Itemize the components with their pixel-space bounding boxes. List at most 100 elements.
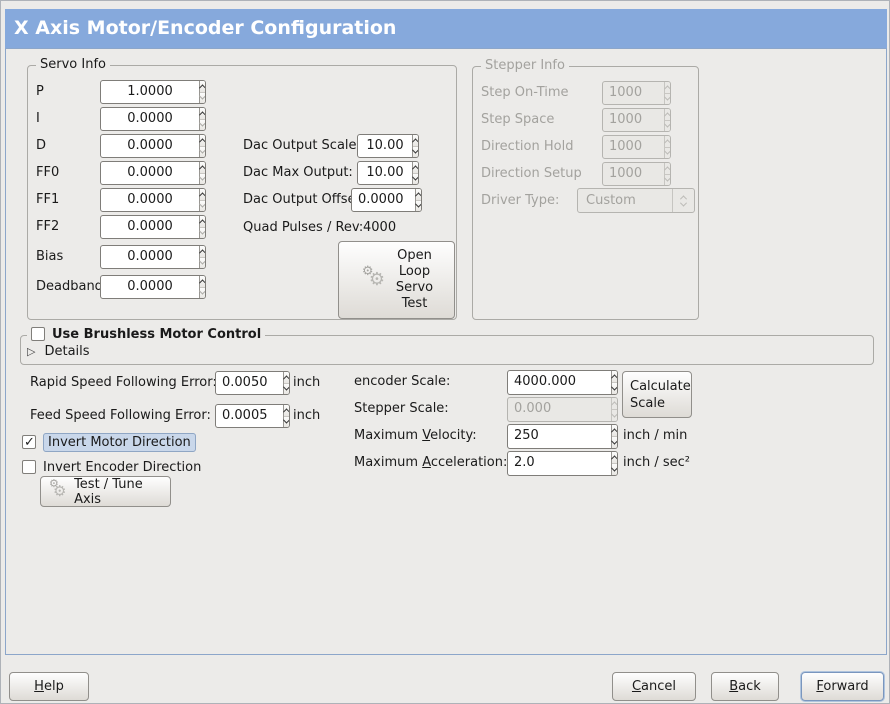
spin-up-button[interactable]: [610, 371, 617, 382]
step-space-value: 1000: [609, 112, 643, 127]
spin-down-button: [663, 173, 670, 185]
rapid-following-error-value[interactable]: 0.0050: [222, 375, 268, 390]
stepper-scale-value: 0.000: [514, 401, 552, 416]
p-spinbox[interactable]: 1.0000: [100, 80, 206, 104]
stepper-info-frame: Stepper Info Step On-Time 1000 Step Spac…: [472, 58, 699, 320]
d-spinbox[interactable]: 0.0000: [100, 134, 206, 158]
invert-motor-label[interactable]: Invert Motor Direction: [43, 433, 196, 452]
rapid-following-error-spinbox[interactable]: 0.0050: [215, 371, 290, 395]
spin-up-button[interactable]: [610, 452, 617, 463]
brushless-frame: Use Brushless Motor Control ▷Details: [20, 326, 874, 365]
encoder-scale-value[interactable]: 4000.000: [514, 374, 577, 389]
spin-up-button: [663, 163, 670, 174]
p-label: P: [36, 84, 44, 99]
ff1-spinbox[interactable]: 0.0000: [100, 188, 206, 212]
i-spinbox[interactable]: 0.0000: [100, 107, 206, 131]
spin-up-button[interactable]: [198, 246, 205, 257]
ff2-spinbox[interactable]: 0.0000: [100, 215, 206, 239]
spin-up-button: [663, 82, 670, 93]
spin-down-button: [663, 92, 670, 104]
spin-up-button[interactable]: [282, 405, 289, 416]
test-tune-axis-button[interactable]: ⚙⚙ Test / Tune Axis: [40, 476, 171, 507]
bias-value[interactable]: 0.0000: [127, 249, 173, 264]
max-velocity-label: Maximum Velocity:: [354, 428, 477, 443]
direction-hold-spinbox: 1000: [602, 135, 671, 159]
spin-down-button: [663, 146, 670, 158]
step-space-spinbox: 1000: [602, 108, 671, 132]
spin-up-button[interactable]: [411, 162, 418, 173]
spin-up-button: [663, 136, 670, 147]
brushless-checkbox[interactable]: [31, 326, 45, 341]
calculate-scale-button[interactable]: Calculate Scale: [622, 371, 692, 418]
dac-output-offset-value[interactable]: 0.0000: [358, 192, 404, 207]
spin-up-button[interactable]: [198, 81, 205, 92]
spin-up-button[interactable]: [198, 189, 205, 200]
spin-down-button[interactable]: [282, 415, 289, 427]
spin-down-button[interactable]: [282, 382, 289, 394]
spin-up-button[interactable]: [610, 425, 617, 436]
max-acceleration-value[interactable]: 2.0: [514, 455, 535, 470]
max-acceleration-spinbox[interactable]: 2.0: [507, 451, 618, 476]
p-value[interactable]: 1.0000: [127, 84, 173, 99]
deadband-value[interactable]: 0.0000: [127, 279, 173, 294]
ff1-value[interactable]: 0.0000: [127, 192, 173, 207]
spin-down-button[interactable]: [198, 172, 205, 184]
direction-setup-spinbox: 1000: [602, 162, 671, 186]
spin-down-button[interactable]: [414, 199, 421, 211]
dac-max-output-spinbox[interactable]: 10.00: [357, 161, 419, 185]
forward-button[interactable]: Forward: [801, 672, 884, 701]
back-button[interactable]: Back: [711, 672, 779, 701]
details-expander[interactable]: ▷Details: [27, 344, 90, 360]
spin-down-button[interactable]: [198, 145, 205, 157]
spin-down-button[interactable]: [198, 256, 205, 268]
dac-output-offset-spinbox[interactable]: 0.0000: [351, 188, 422, 212]
max-velocity-value[interactable]: 250: [514, 428, 539, 443]
spin-up-button[interactable]: [414, 189, 421, 200]
ff0-spinbox[interactable]: 0.0000: [100, 161, 206, 185]
spin-down-button: [610, 409, 617, 421]
spin-down-button[interactable]: [198, 91, 205, 103]
invert-encoder-direction-row: Invert Encoder Direction: [22, 458, 201, 478]
servo-info-frame: Servo Info P 1.0000 I 0.0000 D 0.0000 FF…: [27, 57, 457, 320]
spin-down-button[interactable]: [198, 118, 205, 130]
help-button[interactable]: Help: [9, 672, 89, 701]
spin-down-button[interactable]: [610, 463, 617, 475]
invert-encoder-label[interactable]: Invert Encoder Direction: [43, 460, 202, 475]
cancel-button[interactable]: Cancel: [612, 672, 696, 701]
invert-encoder-checkbox[interactable]: [22, 459, 36, 474]
spin-down-button[interactable]: [610, 382, 617, 394]
encoder-scale-spinbox[interactable]: 4000.000: [507, 370, 618, 395]
spin-down-button[interactable]: [411, 172, 418, 184]
spin-up-button[interactable]: [198, 216, 205, 227]
spin-up-button[interactable]: [198, 135, 205, 146]
spin-down-button[interactable]: [610, 436, 617, 448]
ff0-value[interactable]: 0.0000: [127, 165, 173, 180]
spin-up-button[interactable]: [198, 276, 205, 287]
max-velocity-spinbox[interactable]: 250: [507, 424, 618, 449]
feed-following-error-spinbox[interactable]: 0.0005: [215, 404, 290, 428]
deadband-spinbox[interactable]: 0.0000: [100, 275, 206, 299]
open-loop-servo-test-button[interactable]: ⚙⚙ Open Loop Servo Test: [338, 241, 455, 319]
spin-down-button[interactable]: [198, 226, 205, 238]
spin-down-button: [663, 119, 670, 131]
spin-down-button[interactable]: [198, 199, 205, 211]
direction-setup-value: 1000: [609, 166, 643, 181]
spin-up-button[interactable]: [198, 108, 205, 119]
dac-max-output-value[interactable]: 10.00: [366, 165, 404, 180]
dac-output-scale-value[interactable]: 10.00: [366, 138, 404, 153]
bias-spinbox[interactable]: 0.0000: [100, 245, 206, 269]
feed-following-error-value[interactable]: 0.0005: [222, 408, 268, 423]
spin-up-button[interactable]: [282, 372, 289, 383]
i-label: I: [36, 111, 40, 126]
driver-type-combobox: Custom: [577, 188, 695, 213]
ff2-value[interactable]: 0.0000: [127, 219, 173, 234]
d-value[interactable]: 0.0000: [127, 138, 173, 153]
spin-down-button[interactable]: [411, 145, 418, 157]
invert-motor-checkbox[interactable]: ✓: [22, 434, 36, 450]
brushless-frame-label: Use Brushless Motor Control: [27, 326, 266, 343]
spin-up-button[interactable]: [411, 135, 418, 146]
dac-output-scale-spinbox[interactable]: 10.00: [357, 134, 419, 158]
spin-down-button[interactable]: [198, 286, 205, 298]
spin-up-button[interactable]: [198, 162, 205, 173]
i-value[interactable]: 0.0000: [127, 111, 173, 126]
